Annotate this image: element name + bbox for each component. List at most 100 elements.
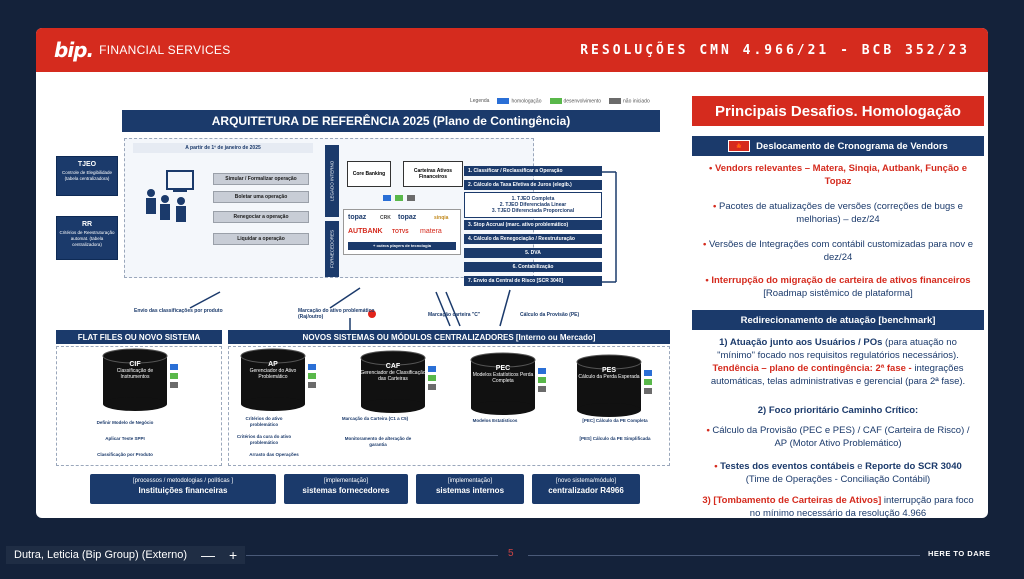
step-4: 4. Cálculo da Renegociação / Reestrutura… xyxy=(464,234,602,244)
section-novos-sistemas: NOVOS SISTEMAS OU MÓDULOS CENTRALIZADORE… xyxy=(228,330,670,344)
flow-label-provisao: Cálculo da Provisão (PE) xyxy=(520,312,580,318)
step-3: 3. Stop Accrual (marc. ativo problemátic… xyxy=(464,220,602,230)
label-modelo-negocio: Definir Modelo de Negócio xyxy=(96,420,154,425)
brand: bip. FINANCIAL SERVICES xyxy=(54,38,231,62)
diagram-title: ARQUITETURA DE REFERÊNCIA 2025 (Plano de… xyxy=(122,110,660,132)
bottom-box-fornecedores: [implementação] sistemas fornecedores xyxy=(284,474,408,504)
slide: bip. FINANCIAL SERVICES RESOLUÇÕES CMN 4… xyxy=(36,28,988,518)
step-1: 1. Classificar / Reclassificar a Operaçã… xyxy=(464,166,602,176)
challenges-title: Principais Desafios. Homologação xyxy=(692,96,984,126)
status-green xyxy=(395,195,403,201)
zoom-out-button[interactable]: — xyxy=(201,547,216,563)
flow-arrows xyxy=(189,171,617,330)
step-5: 5. DVA xyxy=(464,248,602,258)
tjeo-box: TJEO Controle de Elegibilidade (tabela c… xyxy=(56,156,118,196)
label-marcacao-carteira: Marcação da Carteira (C1 a C5) xyxy=(341,416,409,421)
label-classificacao-produto: Classificação por Produto xyxy=(97,452,153,457)
action-renegociar: Renegociar a operação xyxy=(213,211,309,223)
progress-line-left xyxy=(246,555,498,556)
item-vendors: • Vendors relevantes – Matera, Sinqia, A… xyxy=(709,163,967,187)
label-arrasto: Arrasto das Operações xyxy=(249,452,299,457)
slide-title: RESOLUÇÕES CMN 4.966/21 - BCB 352/23 xyxy=(580,42,970,58)
status-blue xyxy=(383,195,391,201)
date-bar: A partir de 1º de janeiro de 2025 xyxy=(133,143,313,153)
step-6: 6. Contabilização xyxy=(464,262,602,272)
item-testes: • Testes dos eventos contábeis e Reporte… xyxy=(714,461,962,485)
rr-box: RR Critérios de Reestruturação automat. … xyxy=(56,216,118,260)
tjeo-steps: 1. TJEO Completa 2. TJEO Diferenciada Li… xyxy=(464,192,602,218)
status-square xyxy=(308,373,316,379)
progress-line-right xyxy=(528,555,920,556)
step-2: 2. Cálculo da Taxa Efetiva de Juros (ele… xyxy=(464,180,602,190)
legend-title: Legenda xyxy=(470,98,490,105)
bottom-box-internos: [implementação] sistemas internos xyxy=(416,474,524,504)
users-icon xyxy=(146,170,194,222)
status-square xyxy=(538,377,546,383)
status-square xyxy=(170,364,178,370)
item-tombamento: 3) [Tombamento de Carteiras de Ativos] i… xyxy=(702,495,974,518)
bottom-box-instituicoes: [processos / metodologias / políticas ] … xyxy=(90,474,276,504)
item-interrupcao: • Interrupção do migração de carteira de… xyxy=(705,275,971,299)
status-square xyxy=(170,373,178,379)
status-square xyxy=(170,382,178,388)
item-versoes: • Versões de Integrações com contábil cu… xyxy=(702,239,973,263)
legend-desenvolvimento: desenvolvimento xyxy=(549,98,601,104)
item-pacotes: • Pacotes de atualizações de versões (co… xyxy=(713,201,963,225)
bottom-box-centralizador: [novo sistema/módulo] centralizador R496… xyxy=(532,474,640,504)
flow-label-envio: Envio das classificações por produto xyxy=(134,308,223,314)
item-atuacao: 1) Atuação junto aos Usuários / POs (par… xyxy=(710,337,966,387)
flow-label-marcacao-ativo: Marcação do ativo problemático (Raj/outr… xyxy=(298,308,375,320)
label-monitoramento: Monitoramento de alteração de garantia xyxy=(344,436,412,447)
status-square xyxy=(644,379,652,385)
label-pec-calculo: [PEC] Cálculo da PE Completa xyxy=(582,418,648,423)
status-square xyxy=(308,364,316,370)
core-banking: Core Banking xyxy=(347,161,391,187)
status-gray xyxy=(407,195,415,201)
bip-logo: bip. xyxy=(54,38,94,62)
label-modelos-estatisticos: Modelos Estatísticos xyxy=(472,418,518,423)
meeting-bottom-bar: Dutra, Leticia (Bip Group) (Externo) — +… xyxy=(0,544,1024,566)
legend-nao-iniciado: não iniciado xyxy=(609,98,650,104)
status-square xyxy=(428,375,436,381)
item-calculo-provisao: • Cálculo da Provisão (PEC e PES) / CAF … xyxy=(706,425,970,449)
item-foco: 2) Foco prioritário Caminho Crítico: xyxy=(757,405,919,416)
status-square xyxy=(644,370,652,376)
status-square xyxy=(538,368,546,374)
participant-name: Dutra, Leticia (Bip Group) (Externo) xyxy=(14,549,188,561)
status-square xyxy=(538,386,546,392)
status-square xyxy=(428,366,436,372)
legend-homologacao: homologação xyxy=(497,98,542,104)
challenges-panel: Principais Desafios. Homologação 🍁 Deslo… xyxy=(692,96,984,518)
architecture-diagram: Legenda homologação desenvolvimento não … xyxy=(50,86,686,504)
section-cronograma: 🍁 Deslocamento de Cronograma de Vendors xyxy=(692,136,984,156)
vendors-box: topaz CRK topaz sinqia AUTBANK TOTVS mat… xyxy=(343,209,461,255)
carteiras-ativos: Carteiras Ativos Financeiros xyxy=(403,161,463,187)
section-redirecionamento: Redirecionamento de atuação [benchmark] xyxy=(692,310,984,330)
action-liquidar: Liquidar a operação xyxy=(213,233,309,245)
step-7: 7. Envio da Central de Risco [SCR 3040] xyxy=(464,276,602,286)
flag-icon: 🍁 xyxy=(728,140,751,152)
label-teste-sppi: Aplicar Teste SPPI xyxy=(105,436,145,441)
page-number: 5 xyxy=(508,548,514,559)
slide-header: bip. FINANCIAL SERVICES RESOLUÇÕES CMN 4… xyxy=(36,28,988,72)
section-flat-files: FLAT FILES OU NOVO SISTEMA xyxy=(56,330,222,344)
label-pes-calculo: [PES] Cálculo da PE Simplificada xyxy=(579,436,651,441)
flow-label-marcacao-carteira: Marcação carteira "C" xyxy=(428,312,481,318)
action-boletar: Boletar uma operação xyxy=(213,191,309,203)
flat-files-area xyxy=(56,346,222,466)
legend: Legenda homologação desenvolvimento não … xyxy=(470,98,650,104)
zoom-in-button[interactable]: + xyxy=(229,547,238,563)
brand-text: FINANCIAL SERVICES xyxy=(99,43,231,57)
status-square xyxy=(308,382,316,388)
tagline: HERE TO DARE xyxy=(928,549,991,558)
label-criterios-ativo: Critérios do ativo problemático xyxy=(245,416,283,427)
action-simular: Simular / Formalizar operação xyxy=(213,173,309,185)
participant-tag: Dutra, Leticia (Bip Group) (Externo) — + xyxy=(6,546,246,564)
label-criterios-cura: Critérios da cura do ativo problemático xyxy=(236,434,292,445)
novos-sistemas-area xyxy=(228,346,670,466)
